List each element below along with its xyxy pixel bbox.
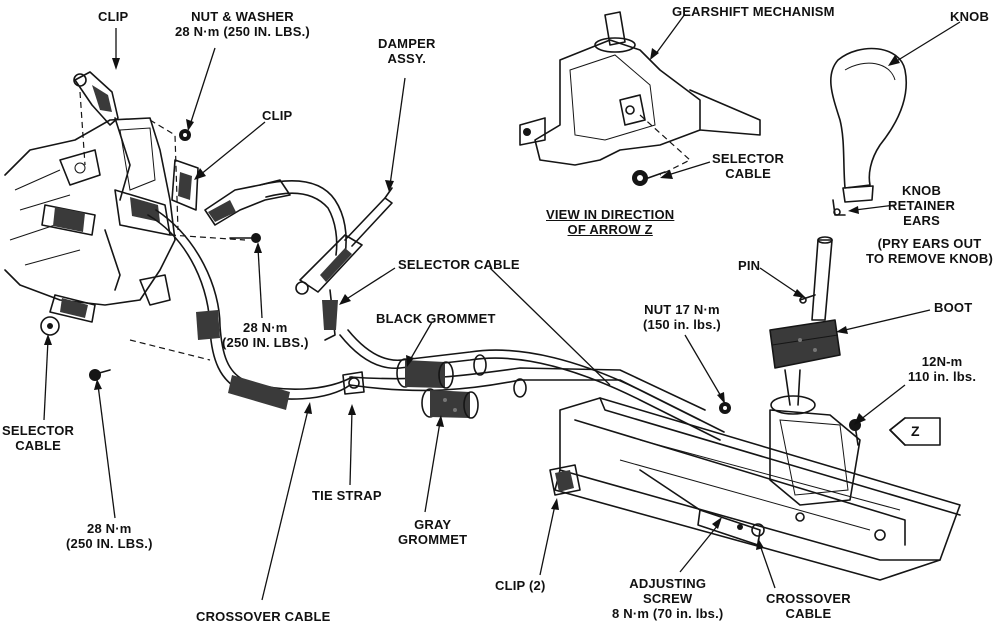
crossover-cable-path xyxy=(147,209,706,421)
damper-assembly xyxy=(204,179,393,341)
knob-part xyxy=(830,47,908,216)
label-gearshift-mechanism: GEARSHIFT MECHANISM xyxy=(672,4,835,19)
label-nut-washer: NUT & WASHER 28 N·m (250 IN. LBS.) xyxy=(175,9,310,39)
bolts xyxy=(89,233,261,381)
label-knob: KNOB xyxy=(950,9,990,24)
boot-part xyxy=(769,319,841,369)
black-grommet-part xyxy=(396,354,487,389)
label-crossover-cable-bottom: CROSSOVER CABLE xyxy=(196,609,331,624)
label-torque-28-mid: 28 N·m (250 IN. LBS.) xyxy=(222,320,309,350)
linkage-springs xyxy=(40,204,121,336)
tie-strap-part xyxy=(342,371,365,395)
label-crossover-cable-right: CROSSOVER CABLE xyxy=(766,591,851,621)
selector-lever-top xyxy=(73,71,131,201)
label-pin: PIN xyxy=(738,258,761,273)
label-clip-mid: CLIP xyxy=(262,108,293,123)
shift-lever xyxy=(799,236,833,321)
label-torque-28-bottom: 28 N·m (250 IN. LBS.) xyxy=(66,521,153,551)
bracket-clip xyxy=(114,129,246,361)
label-adjusting-screw: ADJUSTING SCREW 8 N·m (70 in. lbs.) xyxy=(612,576,724,621)
label-boot: BOOT xyxy=(934,300,973,315)
label-view-direction: VIEW IN DIRECTION OF ARROW Z xyxy=(546,207,675,237)
shifter-tower xyxy=(769,369,861,506)
leader-lines xyxy=(43,13,961,601)
label-tie-strap: TIE STRAP xyxy=(312,488,382,503)
label-selector-cable-left: SELECTOR CABLE xyxy=(2,423,75,453)
label-torque-12: 12N-m 110 in. lbs. xyxy=(908,354,977,384)
arrow-z-symbol xyxy=(889,417,941,446)
label-nut-17: NUT 17 N·m (150 in. lbs.) xyxy=(643,302,721,332)
selector-cable-path xyxy=(339,329,725,441)
label-arrow-z: Z xyxy=(911,423,920,439)
label-gray-grommet: GRAY GROMMET xyxy=(398,517,468,547)
label-knob-retainer-ears: KNOB RETAINER EARS xyxy=(888,183,956,228)
label-damper: DAMPER ASSY. xyxy=(378,36,436,66)
label-clip-top: CLIP xyxy=(98,9,129,24)
adjusting-screw-part xyxy=(639,469,765,546)
label-selector-cable-mid: SELECTOR CABLE xyxy=(398,257,520,272)
label-clip-2: CLIP (2) xyxy=(495,578,546,593)
gearshift-inset xyxy=(519,11,761,186)
gray-grommet-part xyxy=(421,378,527,419)
label-selector-cable-inset: SELECTOR CABLE xyxy=(712,151,785,181)
label-black-grommet: BLACK GROMMET xyxy=(376,311,496,326)
shifter-base xyxy=(549,397,961,581)
label-pry-ears: (PRY EARS OUT TO REMOVE KNOB) xyxy=(866,236,993,266)
